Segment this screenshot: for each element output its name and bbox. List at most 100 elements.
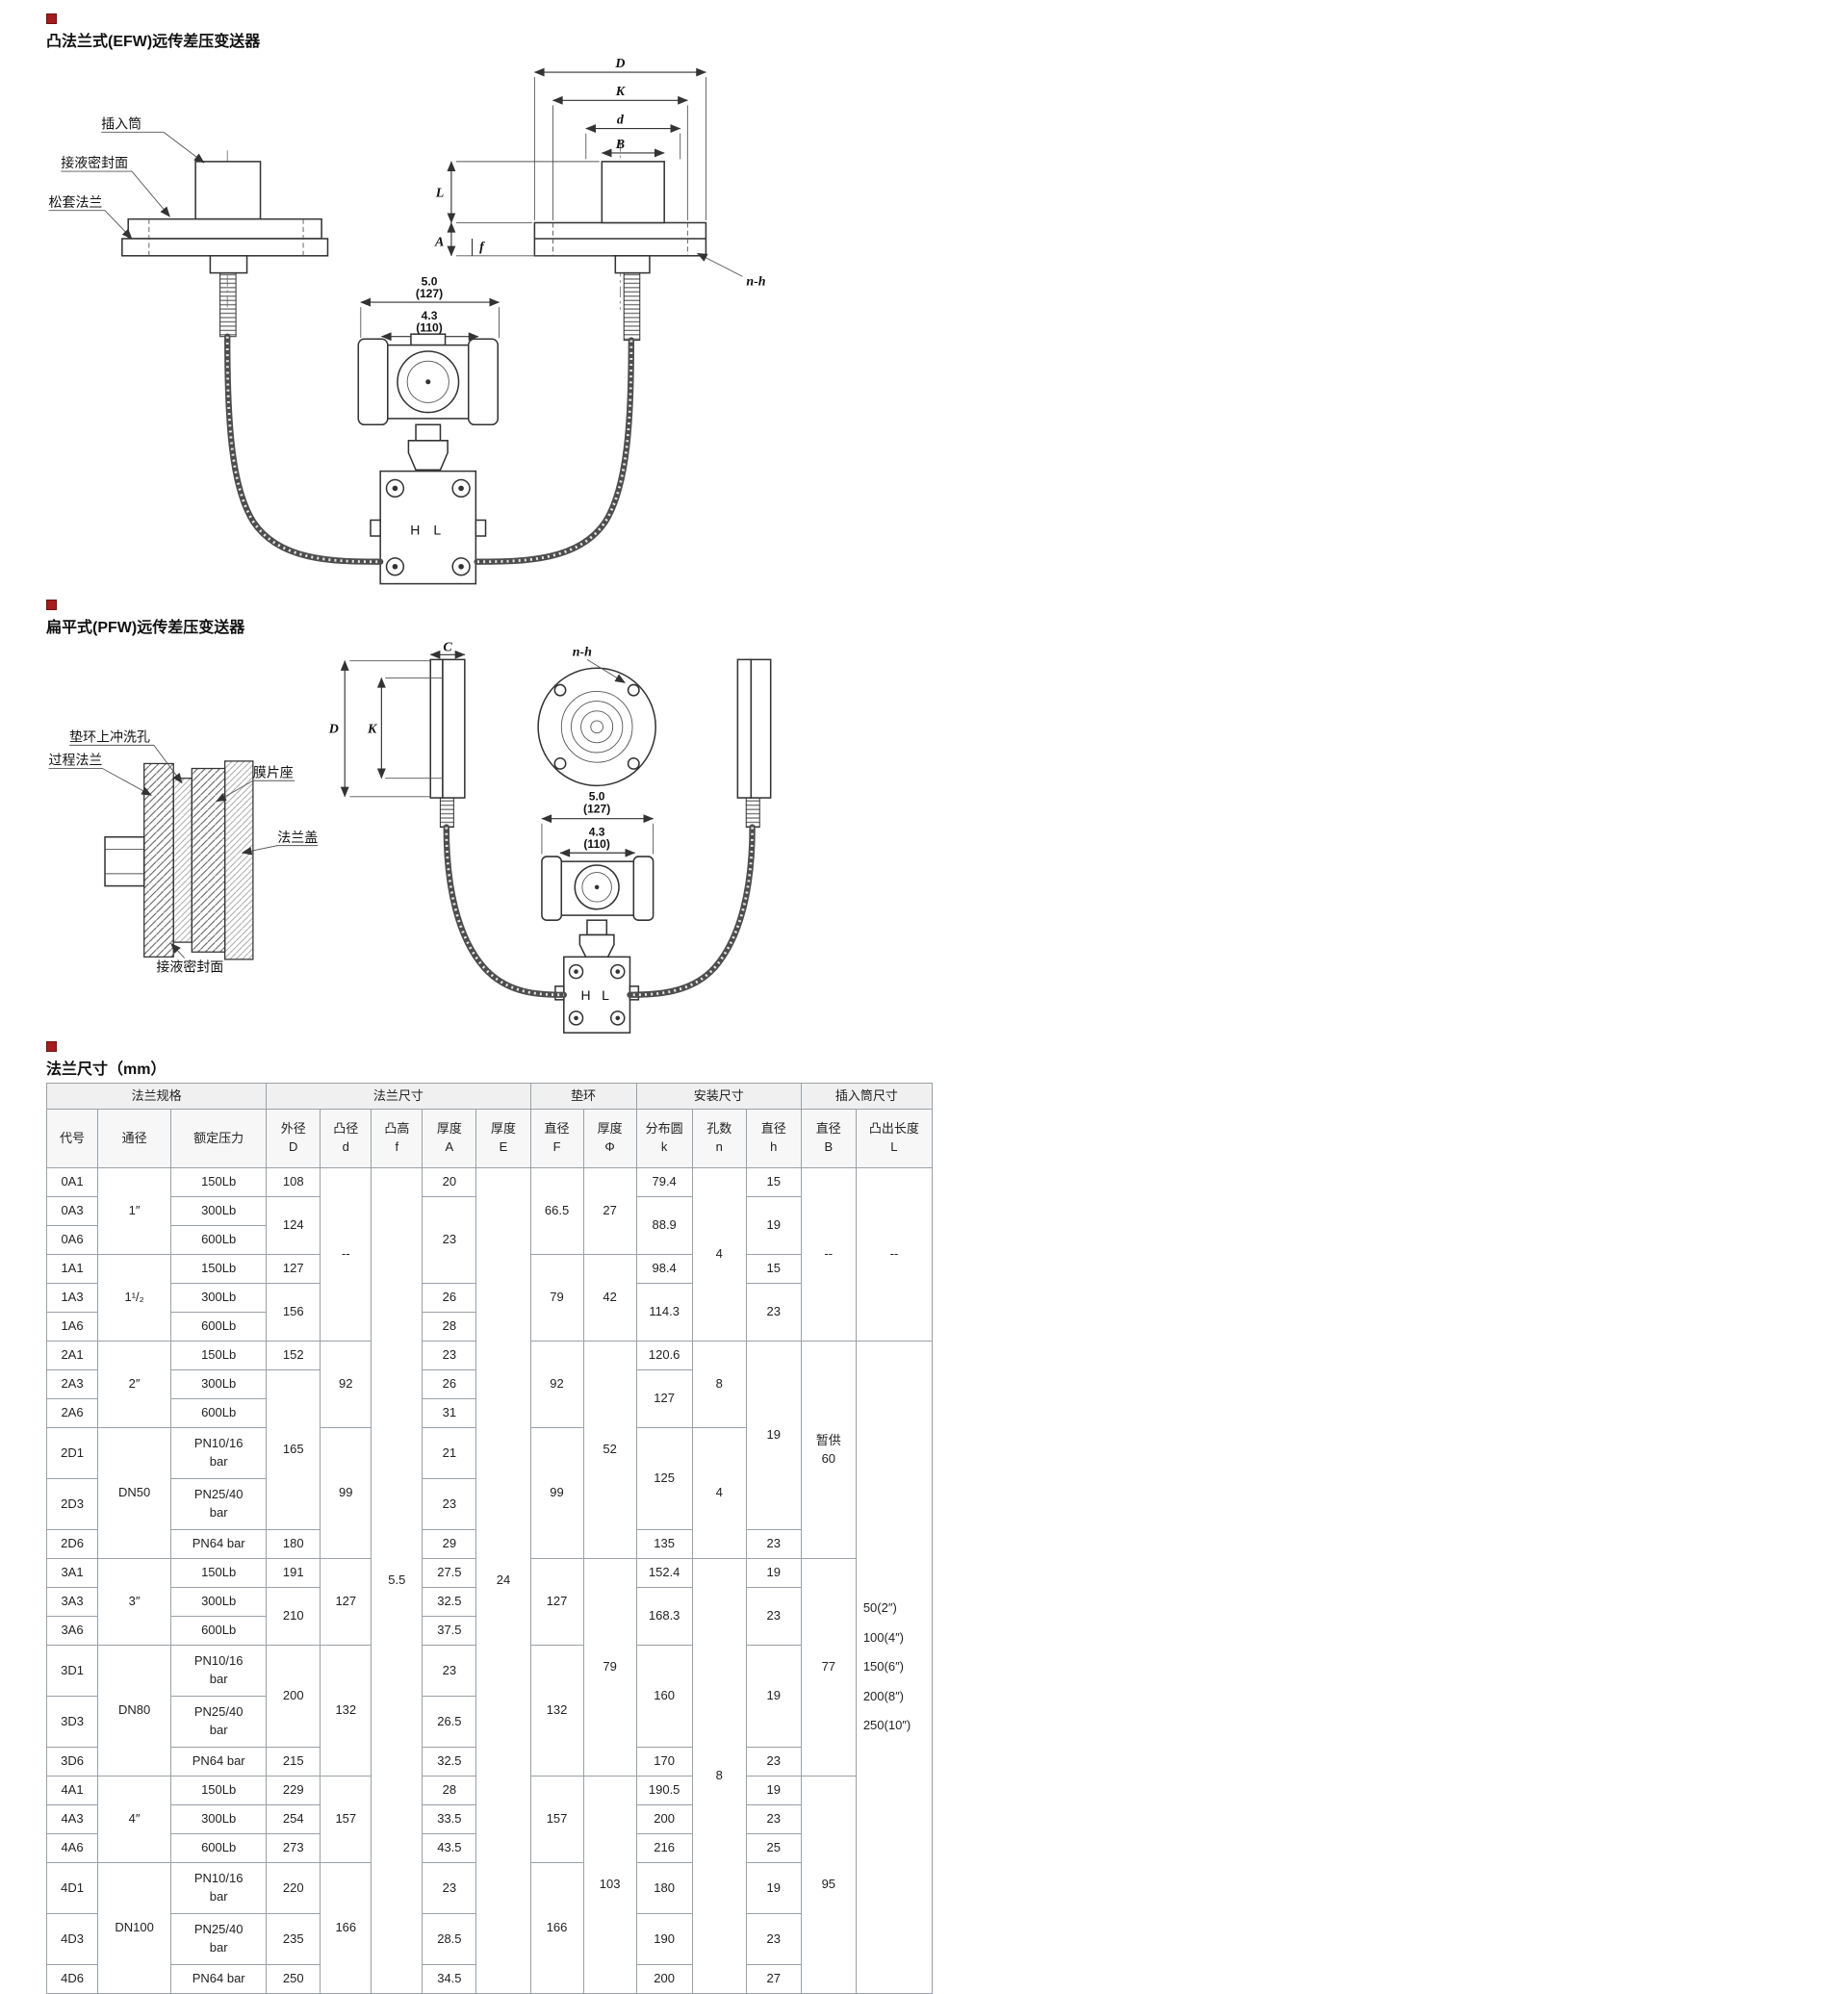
table-cell: 15 xyxy=(745,1167,802,1197)
dim-width-mm: (127) xyxy=(416,287,443,300)
table-cell: 200 xyxy=(635,1964,693,1994)
table-cell: 79 xyxy=(529,1254,584,1342)
table-cell: 27 xyxy=(745,1964,802,1994)
table-cell: 600Lb xyxy=(170,1833,268,1863)
table-cell: 2A6 xyxy=(45,1398,99,1428)
table-cell: 23 xyxy=(745,1804,802,1834)
table-cell: -- xyxy=(800,1167,857,1342)
dim-body-mm: (110) xyxy=(583,837,610,851)
table-group-header: 法兰尺寸 xyxy=(266,1083,531,1110)
table-group-header: 安装尺寸 xyxy=(635,1083,802,1110)
table-cell: 273 xyxy=(266,1833,321,1863)
table-cell: 4D3 xyxy=(45,1913,99,1965)
table-cell: 3A6 xyxy=(45,1616,99,1646)
table-cell: 600Lb xyxy=(170,1398,268,1428)
dim-f: f xyxy=(479,241,485,255)
table-cell: 37.5 xyxy=(422,1616,477,1646)
table-cell: 2A1 xyxy=(45,1341,99,1370)
table-cell: 124 xyxy=(266,1196,321,1255)
table-cell: 3D1 xyxy=(45,1645,99,1697)
table-cell: 103 xyxy=(582,1776,637,1994)
flange-cover-plate xyxy=(223,760,254,960)
table-cell: 23 xyxy=(422,1196,477,1284)
table-cell: 2D6 xyxy=(45,1529,99,1559)
table-group-header: 法兰规格 xyxy=(45,1083,268,1110)
table-cell: 88.9 xyxy=(635,1196,693,1255)
section-title-efw: 凸法兰式(EFW)远传差压变送器 xyxy=(46,34,261,50)
table-cell: -- xyxy=(320,1167,372,1342)
table-cell: 23 xyxy=(422,1645,477,1697)
table-cell: 215 xyxy=(266,1747,321,1777)
table-cell: 34.5 xyxy=(422,1964,477,1994)
table-cell: 28.5 xyxy=(422,1913,477,1965)
table-cell: 19 xyxy=(745,1776,802,1805)
dim-A: A xyxy=(434,236,444,250)
table-cell: 191 xyxy=(266,1558,321,1588)
table-cell: 157 xyxy=(529,1776,584,1863)
section-title-pfw: 扁平式(PFW)远传差压变送器 xyxy=(46,620,245,636)
table-cell: -- xyxy=(855,1167,934,1342)
table-cell: 600Lb xyxy=(170,1616,268,1646)
dim-C: C xyxy=(443,641,452,654)
table-cell: 156 xyxy=(266,1283,321,1342)
table-cell: 29 xyxy=(422,1529,477,1559)
table-column-header: 凸出长度 L xyxy=(855,1109,934,1168)
table-cell: 166 xyxy=(320,1862,372,1994)
pfw-section-view xyxy=(104,760,254,960)
process-flange-plate xyxy=(143,762,174,958)
table-cell: 157 xyxy=(320,1776,372,1863)
table-cell: PN64 bar xyxy=(170,1964,268,1994)
table-cell: 150Lb xyxy=(170,1167,268,1197)
table-cell: 23 xyxy=(745,1529,802,1559)
table-cell: 32.5 xyxy=(422,1587,477,1617)
efw-capillary-left xyxy=(224,333,384,565)
table-cell: 220 xyxy=(266,1862,321,1914)
table-cell: 52 xyxy=(582,1341,637,1559)
table-cell: 127 xyxy=(320,1558,372,1646)
section-efw: 凸法兰式(EFW)远传差压变送器 插入筒 xyxy=(46,13,1848,594)
table-cell: 168.3 xyxy=(635,1587,693,1646)
dim-L: L xyxy=(435,187,445,201)
table-cell: 132 xyxy=(529,1645,584,1777)
table-cell: 190.5 xyxy=(635,1776,693,1805)
table-row: 3A6 600Lb 37.5 xyxy=(45,1616,933,1646)
table-cell: 3″ xyxy=(97,1558,172,1646)
dim-d: d xyxy=(617,113,625,127)
pfw-flange-side-view: C D K xyxy=(328,641,466,829)
label-diaphragm-seat: 膜片座 xyxy=(253,764,294,780)
pfw-flange-face-view: n-h xyxy=(537,646,656,787)
table-cell: 2A3 xyxy=(45,1369,99,1399)
table-cell: 23 xyxy=(422,1862,477,1914)
capillary-corrugation-right xyxy=(623,272,641,342)
table-cell: 21 xyxy=(422,1427,477,1479)
process-nozzle xyxy=(104,835,145,887)
table-cell: 150Lb xyxy=(170,1341,268,1370)
table-cell: 180 xyxy=(635,1862,693,1914)
table-cell: 27 xyxy=(582,1167,637,1255)
table-cell: 99 xyxy=(320,1427,372,1559)
capillary-corrugation-left xyxy=(219,272,237,338)
table-column-header: 直径 F xyxy=(529,1109,584,1168)
table-cell: 19 xyxy=(745,1558,802,1588)
pfw-part-labels: 垫环上冲洗孔 过程法兰 膜片座 法兰盖 接液密封面 xyxy=(48,729,319,975)
table-cell: 127 xyxy=(266,1254,321,1284)
table-column-header: 厚度 A xyxy=(422,1109,477,1168)
table-cell: 23 xyxy=(422,1341,477,1370)
efw-part-labels: 插入筒 接液密封面 松套法兰 xyxy=(48,116,205,240)
table-cell: 26 xyxy=(422,1283,477,1313)
table-column-header: 凸高 f xyxy=(371,1109,424,1168)
table-cell: DN80 xyxy=(97,1645,172,1777)
table-cell: 210 xyxy=(266,1587,321,1646)
table-column-header: 直径 B xyxy=(800,1109,857,1168)
table-cell: 28 xyxy=(422,1776,477,1805)
table-cell: 27.5 xyxy=(422,1558,477,1588)
table-cell: 600Lb xyxy=(170,1225,268,1255)
table-cell: 0A6 xyxy=(45,1225,99,1255)
table-cell: PN10/16 bar xyxy=(170,1427,268,1479)
